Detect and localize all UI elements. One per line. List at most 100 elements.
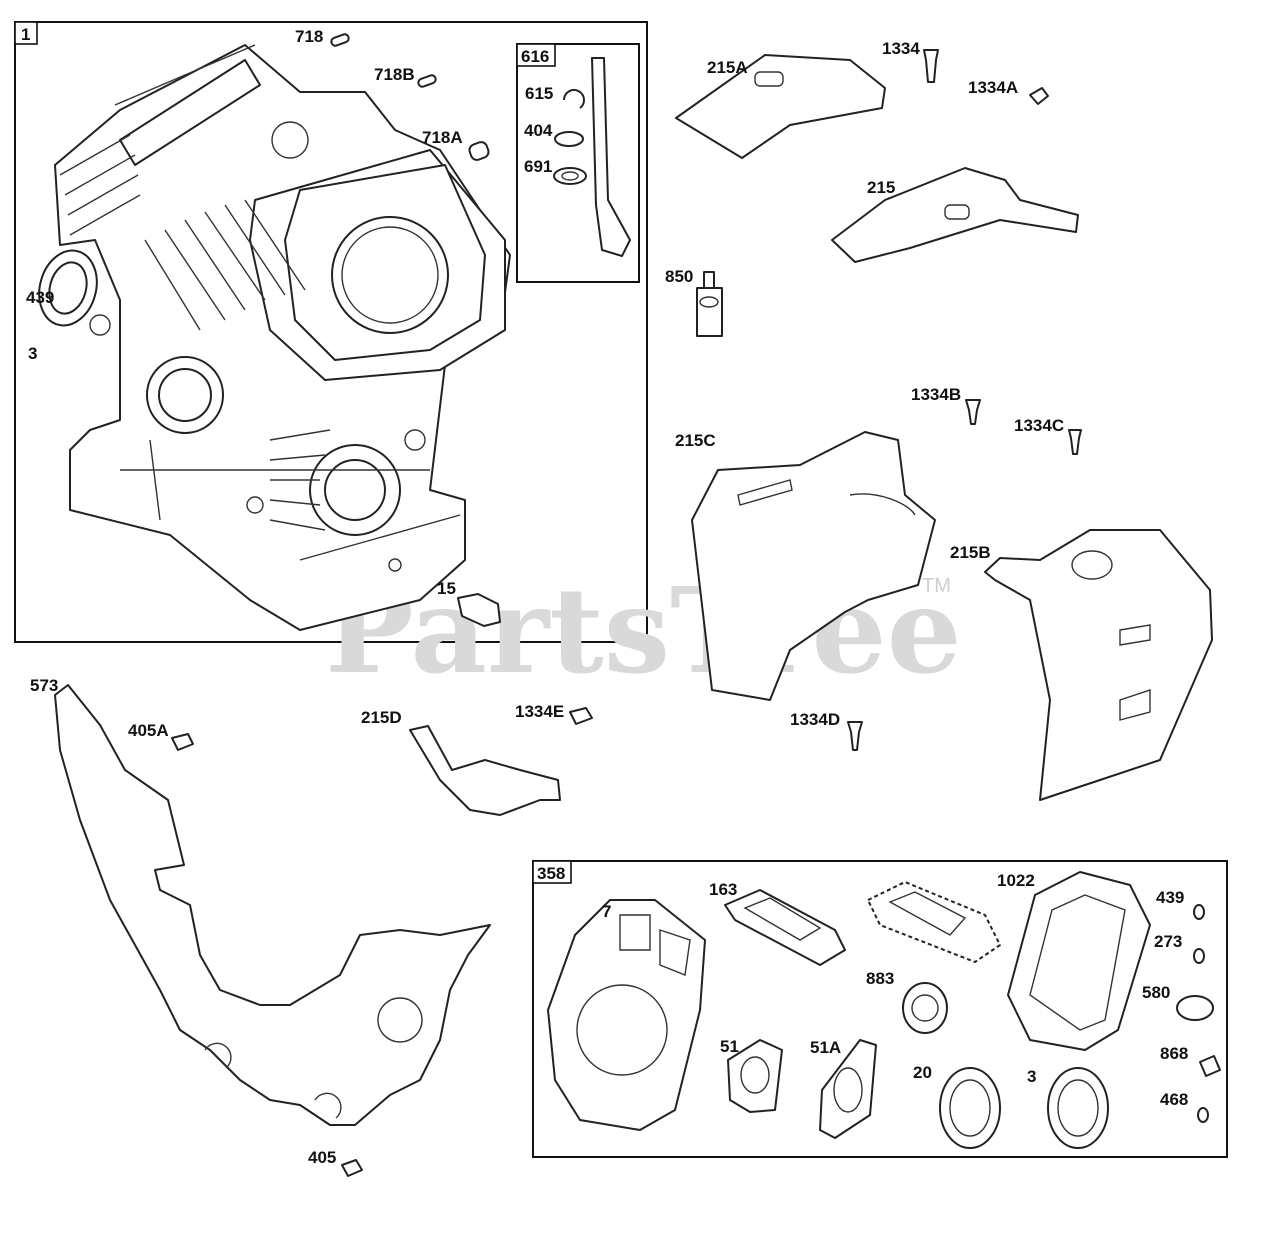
callout-439: 439 (26, 288, 54, 307)
backplate-573 (54, 684, 491, 1126)
group-358-tag (532, 860, 572, 884)
screw-1334a (1029, 87, 1049, 105)
gasket-51a-inner (833, 1067, 863, 1113)
callout-215d: 215D (361, 708, 402, 727)
callout-3: 3 (28, 344, 37, 363)
shroud-215b (984, 529, 1213, 801)
callout-883: 883 (866, 969, 894, 988)
callout-439-b: 439 (1156, 888, 1184, 907)
oring-273 (1193, 948, 1205, 964)
screw-1334c (1068, 429, 1082, 455)
callout-215a: 215A (707, 58, 748, 77)
callout-51: 51 (720, 1037, 739, 1056)
callout-215c: 215C (675, 431, 716, 450)
screw-405 (341, 1159, 363, 1177)
gasket-163-inner (743, 897, 822, 941)
callout-1334e: 1334E (515, 702, 564, 721)
oring-439-b (1193, 904, 1205, 920)
gasket-1022 (1007, 871, 1151, 1051)
backplate-notch-2 (314, 1092, 342, 1119)
callout-15: 15 (437, 579, 456, 598)
shroud-215b-mark-1 (1119, 624, 1151, 646)
gasket-51a (819, 1039, 877, 1139)
seal-691 (553, 167, 587, 185)
callout-405: 405 (308, 1148, 336, 1167)
nut-868 (1199, 1055, 1221, 1077)
group-616-frame (516, 43, 640, 283)
gasket-1022-inner (1029, 894, 1126, 1031)
gasket-dashed-inner (888, 891, 967, 936)
governor-shaft (591, 57, 631, 257)
oring-580 (1176, 995, 1214, 1021)
callout-615: 615 (525, 84, 553, 103)
callout-850: 850 (665, 267, 693, 286)
oring-468 (1197, 1107, 1209, 1123)
shroud-215-slot (944, 204, 970, 220)
callout-3-b: 3 (1027, 1067, 1036, 1086)
callout-215: 215 (867, 178, 895, 197)
callout-718a: 718A (422, 128, 463, 147)
callout-404: 404 (524, 121, 553, 140)
sealant-cap (703, 271, 715, 289)
gasket-dashed (867, 881, 1001, 963)
callout-163: 163 (709, 880, 737, 899)
callout-1022: 1022 (997, 871, 1035, 890)
callout-868: 868 (1160, 1044, 1188, 1063)
backplate-hole (377, 997, 423, 1043)
callout-580: 580 (1142, 983, 1170, 1002)
gasket-51 (727, 1039, 783, 1113)
callout-1334b: 1334B (911, 385, 961, 404)
screw-1334 (923, 49, 939, 83)
sealant-tube-850 (696, 287, 723, 337)
callout-718b: 718B (374, 65, 415, 84)
screw-1334d (847, 721, 863, 751)
gasket-163 (724, 889, 846, 966)
callout-1334d: 1334D (790, 710, 840, 729)
screw-1334e (569, 707, 593, 725)
screw-405a (171, 733, 194, 751)
callout-691: 691 (524, 157, 552, 176)
callout-7: 7 (602, 902, 611, 921)
pin-718b (417, 74, 437, 88)
clip-615 (563, 89, 585, 109)
head-gasket-bore (576, 984, 668, 1076)
seal-20-inner (949, 1079, 991, 1137)
shroud-215c-slot (737, 479, 793, 506)
washer-404 (554, 131, 584, 147)
seal-20 (939, 1067, 1001, 1149)
shroud-215b-mark-2 (1119, 689, 1151, 721)
shroud-215a-slot (754, 71, 784, 87)
callout-573: 573 (30, 676, 58, 695)
gasket-883-inner (911, 994, 939, 1022)
screw-1334b (965, 399, 981, 425)
seal-3-b (1047, 1067, 1109, 1149)
callout-405a: 405A (128, 721, 169, 740)
callout-1334c: 1334C (1014, 416, 1064, 435)
group-1-label: 1 (21, 25, 30, 44)
gasket-51-inner (740, 1056, 770, 1094)
seal-3-inner (48, 261, 88, 315)
callout-273: 273 (1154, 932, 1182, 951)
bushing-718a (468, 141, 490, 161)
shroud-215c (691, 431, 936, 701)
group-616-label: 616 (521, 47, 549, 66)
group-1-tag (14, 21, 38, 45)
callout-718: 718 (295, 27, 323, 46)
shroud-215a (675, 54, 886, 159)
head-gasket-7 (547, 899, 706, 1131)
gasket-883 (902, 982, 948, 1034)
bracket-215d (409, 725, 561, 816)
shroud-215 (831, 167, 1079, 263)
callout-1334a: 1334A (968, 78, 1018, 97)
backplate-notch-1 (204, 1042, 232, 1069)
bolt-15 (457, 593, 501, 627)
seal-691-inner (561, 171, 579, 181)
sealant-logo (699, 296, 719, 308)
shroud-215c-rib (849, 493, 916, 516)
head-gasket-port-2 (659, 929, 691, 976)
group-1-frame (14, 21, 648, 643)
callout-20: 20 (913, 1063, 932, 1082)
head-gasket-port-1 (619, 914, 651, 951)
